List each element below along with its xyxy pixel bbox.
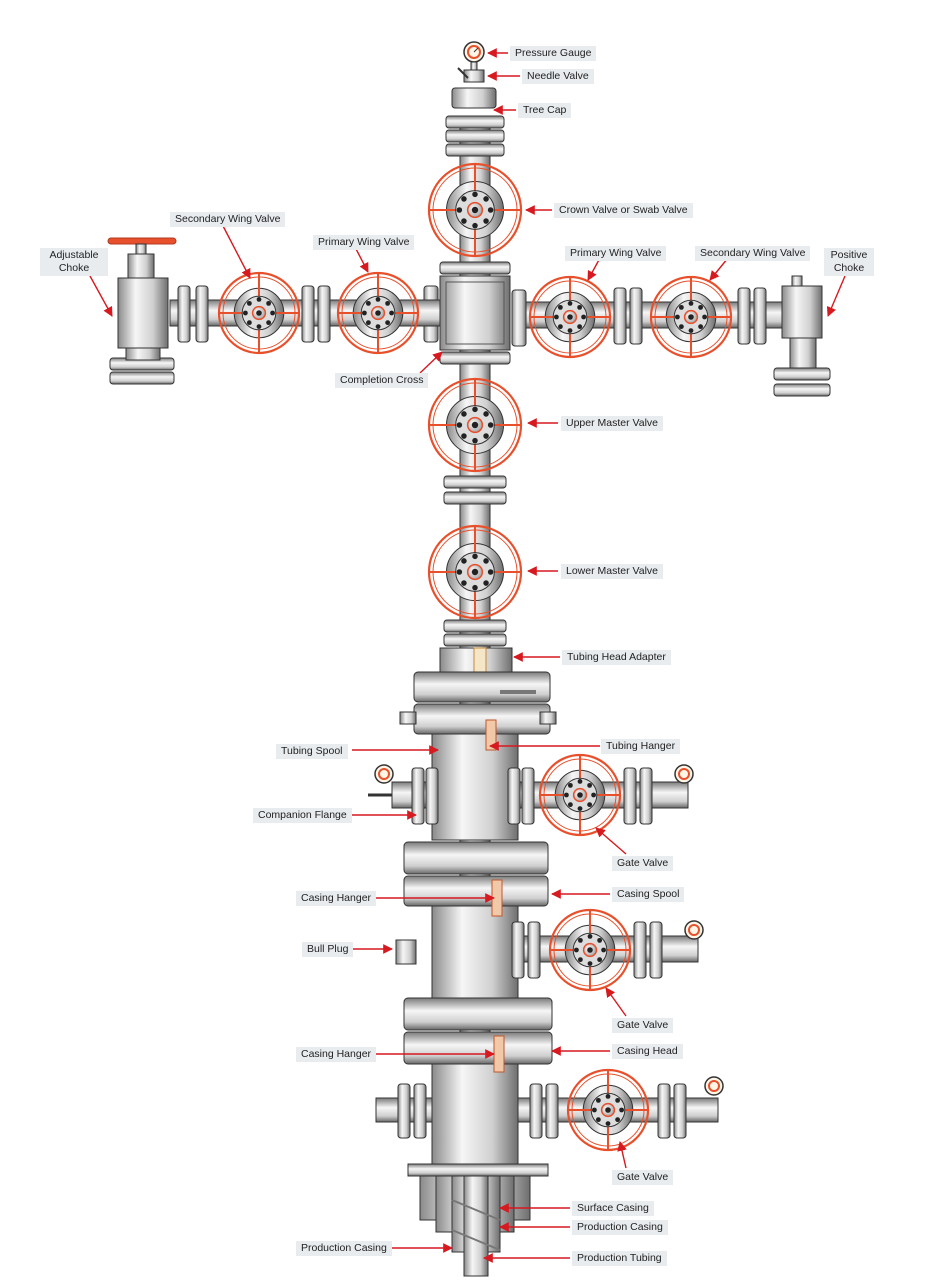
label-positive-choke-line2: Choke [833, 262, 865, 274]
handwheel-valve-icon [427, 377, 523, 473]
pressure-gauge-icon [704, 1076, 724, 1096]
leader-arrow [354, 246, 369, 273]
label-adjustable-choke-line2: Choke [58, 262, 90, 274]
label-gate-valve-2: Gate Valve [612, 1018, 674, 1033]
leader-arrow [587, 257, 601, 281]
label-crown-valve: Crown Valve or Swab Valve [554, 203, 693, 218]
label-casing-hanger-2: Casing Hanger [296, 1047, 377, 1062]
adjustable-choke-icon [107, 237, 177, 385]
label-lower-master-valve: Lower Master Valve [561, 564, 664, 579]
label-secondary-wing-left: Secondary Wing Valve [170, 212, 286, 227]
flange-pair [633, 921, 647, 979]
flange-pair [657, 1083, 671, 1139]
label-upper-master-valve: Upper Master Valve [561, 416, 664, 431]
handwheel-valves [217, 162, 733, 1152]
leader-arrow [617, 1141, 627, 1169]
flange-pair [317, 285, 331, 343]
leader-arrow [709, 257, 729, 281]
flange-pair [639, 767, 653, 825]
casing-spool-icon [395, 841, 549, 999]
leader-arrow [221, 223, 251, 279]
flange-pair [507, 767, 521, 825]
label-positive-choke-line1: Positive [830, 249, 868, 261]
tubing-spool-icon [399, 671, 557, 841]
master-flange [443, 491, 507, 505]
handwheel-valve-icon [548, 908, 632, 992]
label-tubing-head-adapter: Tubing Head Adapter [562, 650, 671, 665]
flange-pair [629, 287, 643, 345]
companion-flange-icon [368, 767, 439, 825]
flange-pair [753, 287, 767, 345]
label-surface-casing: Surface Casing [572, 1201, 654, 1216]
flange-pair [527, 921, 541, 979]
handwheel-valve-icon [217, 271, 301, 355]
label-production-casing-left: Production Casing [296, 1241, 392, 1256]
handwheel-valve-icon [538, 753, 622, 837]
label-gate-valve-3: Gate Valve [612, 1170, 674, 1185]
flange-pair [301, 285, 315, 343]
leader-arrow [605, 987, 627, 1017]
master-flange [443, 633, 507, 647]
handwheel-valve-icon [427, 524, 523, 620]
label-casing-hanger-1: Casing Hanger [296, 891, 377, 906]
tree-cap-icon [445, 87, 505, 157]
label-adjustable-choke: Adjustable Choke [40, 248, 108, 276]
leader-arrows [89, 48, 846, 1263]
label-pressure-gauge: Pressure Gauge [510, 46, 597, 61]
handwheel-valve-icon [336, 271, 420, 355]
positive-choke-icon [773, 275, 831, 397]
flange-pair [623, 767, 637, 825]
handwheel-valve-icon [427, 162, 523, 258]
handwheel-valve-icon [649, 275, 733, 359]
flange-pair [195, 285, 209, 343]
label-casing-spool: Casing Spool [612, 887, 685, 902]
label-needle-valve: Needle Valve [522, 69, 594, 84]
casing-head-icon [403, 997, 553, 1177]
label-gate-valve-1: Gate Valve [612, 856, 674, 871]
label-primary-wing-left: Primary Wing Valve [313, 235, 415, 250]
flange-pair [397, 1083, 411, 1139]
flange-pair [613, 287, 627, 345]
pressure-gauge-icon [374, 764, 394, 784]
label-primary-wing-right: Primary Wing Valve [565, 246, 667, 261]
leader-arrow [826, 275, 846, 317]
handwheel-valve-icon [566, 1068, 650, 1152]
label-positive-choke: Positive Choke [824, 248, 874, 276]
pressure-gauge-icon [674, 764, 694, 784]
label-tree-cap: Tree Cap [518, 103, 572, 118]
flange-pair [413, 1083, 427, 1139]
needle-valve-icon [457, 67, 485, 83]
master-flange [443, 475, 507, 489]
flange-pair [737, 287, 751, 345]
pressure-gauge-icon [463, 41, 485, 71]
label-tubing-spool: Tubing Spool [276, 744, 348, 759]
flange-pair [177, 285, 191, 343]
label-bull-plug: Bull Plug [302, 942, 354, 957]
label-adjustable-choke-line1: Adjustable [49, 249, 99, 261]
label-secondary-wing-right: Secondary Wing Valve [695, 246, 811, 261]
flange-pair [545, 1083, 559, 1139]
label-completion-cross: Completion Cross [335, 373, 429, 388]
leader-arrow [595, 827, 627, 855]
flange-pair [649, 921, 663, 979]
casing-strings-icon [419, 1175, 531, 1277]
flange-pair [529, 1083, 543, 1139]
label-companion-flange: Companion Flange [253, 808, 352, 823]
flange-pair [673, 1083, 687, 1139]
handwheel-valve-icon [528, 275, 612, 359]
leader-arrow [89, 275, 113, 317]
pressure-gauge-icon [684, 920, 704, 940]
label-tubing-hanger: Tubing Hanger [601, 739, 681, 754]
flange-pair [521, 767, 535, 825]
label-casing-head: Casing Head [612, 1044, 683, 1059]
label-production-casing-right: Production Casing [572, 1220, 668, 1235]
master-flange [443, 619, 507, 633]
label-production-tubing: Production Tubing [572, 1251, 667, 1266]
flange-pair [511, 921, 525, 979]
leader-arrow [419, 351, 443, 374]
